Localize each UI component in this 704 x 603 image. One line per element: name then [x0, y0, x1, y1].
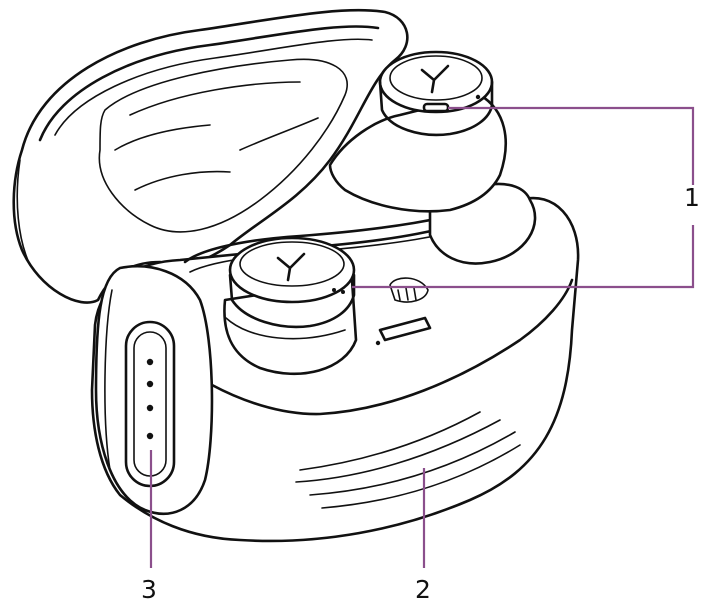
- callout-3: 3: [141, 450, 157, 603]
- led-dot-3: [146, 404, 154, 412]
- case-lid: [12, 8, 409, 304]
- callout-label-2: 2: [415, 575, 431, 603]
- callout-1: 1: [352, 106, 700, 289]
- earbud-right: [328, 50, 537, 265]
- earbud-left: [223, 236, 432, 376]
- led-dot-1: [146, 358, 154, 366]
- callout-label-1: 1: [684, 183, 700, 212]
- callout-label-3: 3: [141, 575, 157, 603]
- led-dot-2: [146, 380, 154, 388]
- callout-2: 2: [415, 468, 431, 603]
- led-dot-4: [146, 432, 154, 440]
